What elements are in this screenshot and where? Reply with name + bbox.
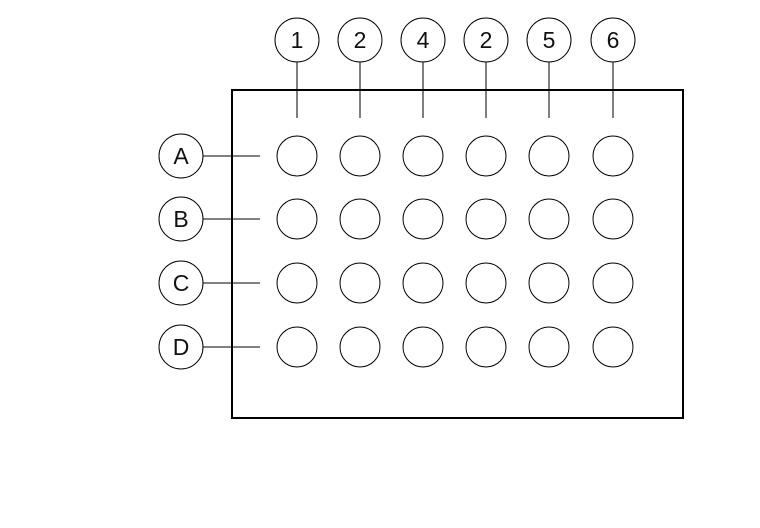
well-A2 — [339, 135, 381, 177]
well-B6 — [592, 198, 634, 240]
well-C1 — [276, 262, 318, 304]
row-label-text: D — [173, 334, 190, 360]
well-D1 — [276, 326, 318, 368]
row-label-text: A — [173, 143, 189, 169]
column-label-circle — [337, 17, 383, 63]
well-D5 — [528, 326, 570, 368]
well-A4 — [465, 135, 507, 177]
column-label-2: 2 — [337, 17, 383, 118]
row-label-B: B — [158, 196, 260, 242]
row-label-circle — [158, 133, 204, 179]
well-D4 — [465, 326, 507, 368]
column-label-circle — [463, 17, 509, 63]
row-label-D: D — [158, 324, 260, 370]
well-D6 — [592, 326, 634, 368]
well-B4 — [465, 198, 507, 240]
column-label-circle — [526, 17, 572, 63]
well-C4 — [465, 262, 507, 304]
well-B1 — [276, 198, 318, 240]
column-label-text: 2 — [354, 27, 367, 53]
column-label-circle — [400, 17, 446, 63]
well-C5 — [528, 262, 570, 304]
column-labels: 1 2 4 2 5 6 — [274, 17, 636, 118]
column-label-4: 2 — [463, 17, 509, 118]
row-label-C: C — [158, 260, 260, 306]
row-label-circle — [158, 324, 204, 370]
well-A1 — [276, 135, 318, 177]
row-label-A: A — [158, 133, 260, 179]
well-D3 — [402, 326, 444, 368]
plate-outline — [231, 89, 684, 419]
column-label-text: 6 — [607, 27, 620, 53]
column-label-5: 5 — [526, 17, 572, 118]
column-label-3: 4 — [400, 17, 446, 118]
column-label-6: 6 — [590, 17, 636, 118]
well-grid — [276, 135, 634, 368]
well-C3 — [402, 262, 444, 304]
column-label-text: 5 — [543, 27, 556, 53]
well-A5 — [528, 135, 570, 177]
well-C6 — [592, 262, 634, 304]
well-A3 — [402, 135, 444, 177]
well-B2 — [339, 198, 381, 240]
well-C2 — [339, 262, 381, 304]
row-labels: A B C D — [158, 133, 260, 370]
column-label-1: 1 — [274, 17, 320, 118]
column-label-text: 1 — [291, 27, 304, 53]
column-label-circle — [274, 17, 320, 63]
well-B5 — [528, 198, 570, 240]
column-label-text: 4 — [417, 27, 430, 53]
column-label-circle — [590, 17, 636, 63]
row-label-text: B — [173, 206, 188, 232]
row-label-circle — [158, 196, 204, 242]
well-A6 — [592, 135, 634, 177]
well-D2 — [339, 326, 381, 368]
row-label-text: C — [173, 270, 190, 296]
column-label-text: 2 — [480, 27, 493, 53]
row-label-circle — [158, 260, 204, 306]
well-B3 — [402, 198, 444, 240]
